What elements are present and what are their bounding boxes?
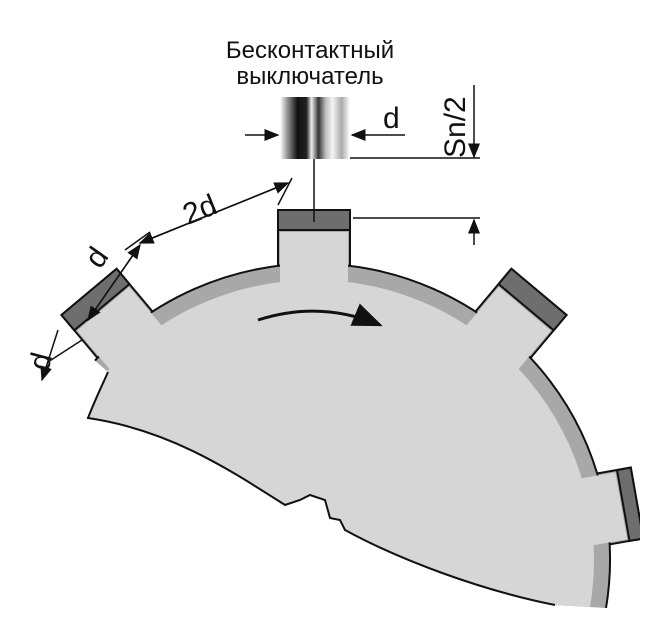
sensor-title-line1: Бесконтактный [226, 37, 394, 64]
gap-label: Sn/2 [439, 96, 472, 158]
rotation-arrow [257, 303, 383, 327]
proximity-sensor [280, 97, 350, 159]
gear-break-edge [86, 371, 556, 606]
gear [40, 209, 640, 610]
dimension-lines [40, 85, 480, 382]
sensor-width-label: d [383, 102, 400, 135]
sensor-title-line2: выключатель [236, 63, 383, 90]
tooth-height-label: d [23, 349, 59, 374]
tooth-width-label: d [79, 241, 116, 274]
